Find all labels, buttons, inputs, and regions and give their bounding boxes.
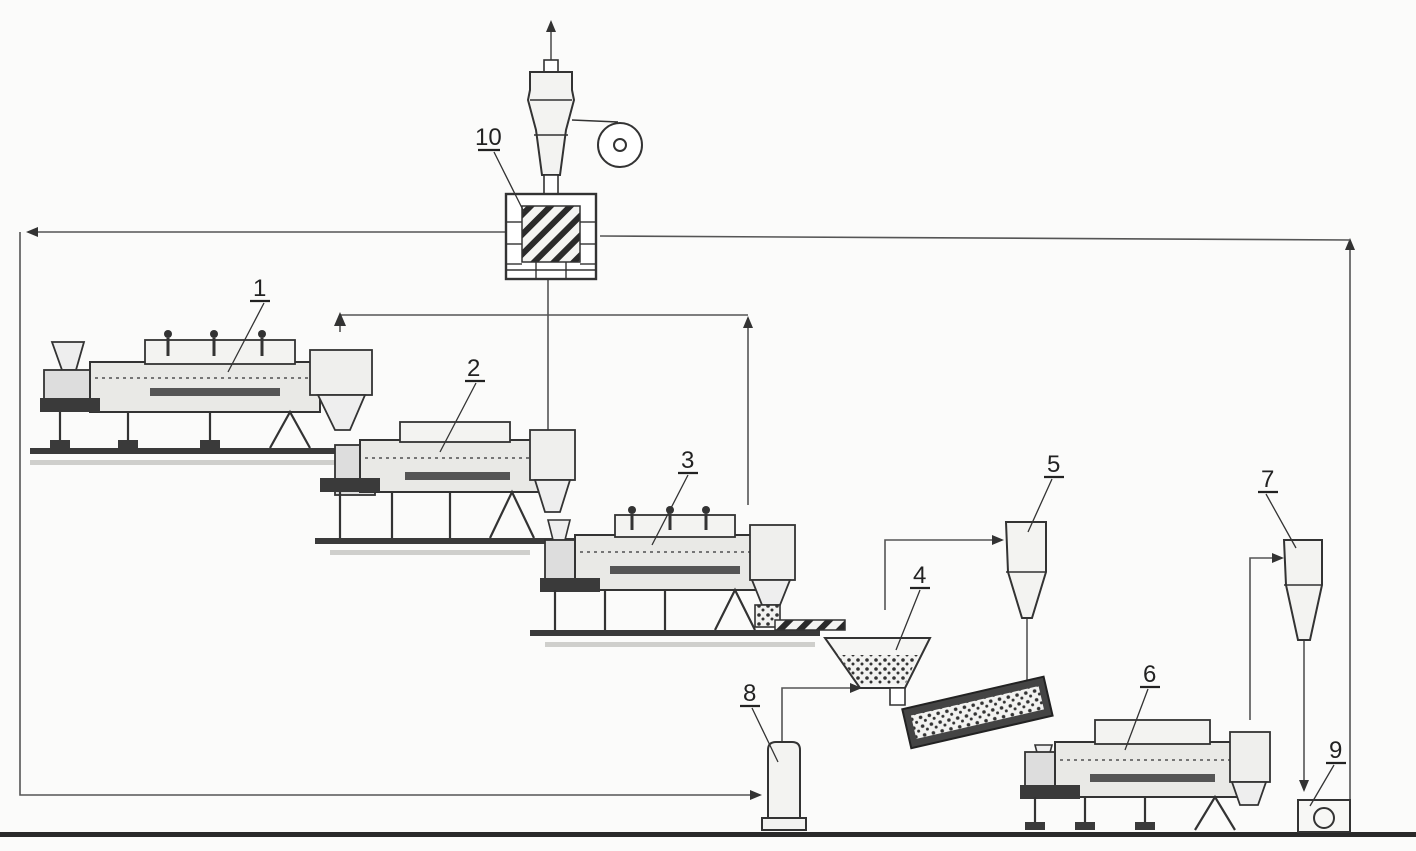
unit-8-tank [762,742,806,830]
label-8: 8 [743,680,756,707]
label-9: 9 [1329,737,1342,764]
label-2: 2 [467,355,480,382]
machine-1 [30,330,372,465]
flow-6-to-7 [1250,558,1282,720]
unit-9-pump [1298,800,1350,832]
unit-10-furnace [506,60,642,279]
flow-8-to-4 [782,688,860,742]
machine-3 [530,506,845,647]
label-3: 3 [681,447,694,474]
flow-4-to-5 [885,540,1002,610]
label-4: 4 [913,562,926,589]
unit-5-cyclone [1006,522,1046,618]
inclined-conveyor [902,677,1052,749]
label-5: 5 [1047,451,1060,478]
label-7: 7 [1261,466,1274,493]
flow-left-to-8 [20,232,760,795]
machine-6 [1020,720,1270,830]
floor-line [0,832,1416,837]
fan-icon [598,123,642,167]
label-1: 1 [253,275,266,302]
label-6: 6 [1143,661,1156,688]
flow-lines [20,22,1350,808]
label-10: 10 [475,124,502,151]
unit-7-cyclone [1284,540,1322,640]
unit-4-hopper [825,638,1053,748]
flow-top-return [600,236,1350,240]
